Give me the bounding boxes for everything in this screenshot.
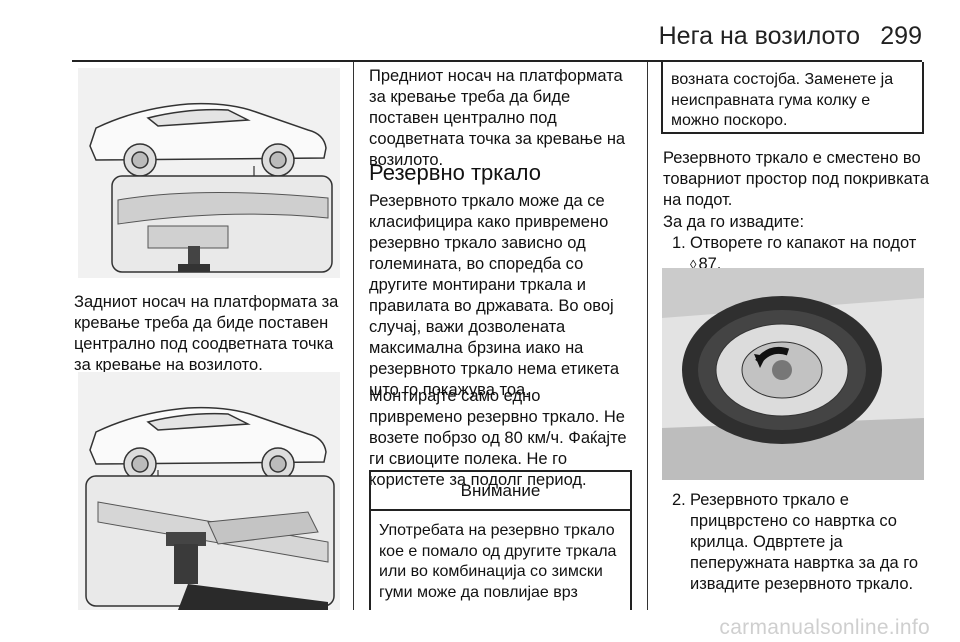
warning-text-part1: Употребата на резервно тркало кое е пома… (379, 522, 617, 601)
section-title-spare-wheel: Резервно тркало (369, 160, 541, 185)
car-silhouette (89, 102, 327, 177)
header-rule (72, 60, 922, 62)
warning-text-part2: возната состојба. Заменете ја неисправна… (671, 71, 894, 129)
step-1-number: 1. (672, 234, 686, 252)
step-2-text: Резервното тркало е прицврстено со наврт… (690, 491, 919, 593)
watermark: carmanualsonline.info (719, 616, 930, 639)
rear-lift-illustration (78, 68, 340, 278)
page-title: Нега на возилото (658, 22, 860, 50)
warning-box-part2: возната состојба. Заменете ја неисправна… (661, 62, 924, 134)
front-lift-text: Предниот носач на платформата за кревање… (369, 67, 626, 169)
front-lift-illustration (78, 372, 340, 610)
page-header: Нега на возилото 299 (0, 0, 960, 62)
spare-wheel-location-text: Резервното тркало е сместено во товарнио… (663, 149, 930, 209)
step-2-number: 2. (672, 491, 686, 509)
page-number: 299 (880, 22, 922, 50)
warning-box-part1: Внимание Употребата на резервно тркало к… (369, 470, 632, 610)
rear-lift-caption: Задниот носач на платформата за кревање … (74, 293, 339, 374)
reference-arrow-icon: ◊ (690, 257, 697, 272)
column-divider-right (647, 62, 648, 610)
spare-wheel-illustration (662, 268, 924, 480)
column-divider-left (353, 62, 354, 610)
remove-intro-text: За да го извадите: (663, 213, 805, 231)
spare-wheel-paragraph-2: Монтирајте само едно привремено резервно… (369, 387, 627, 489)
spare-wheel-paragraph-1: Резервното тркало може да се класифицира… (369, 192, 619, 399)
step-1-label: Отворете го капакот на подот (690, 234, 917, 252)
warning-title: Внимание (371, 472, 630, 511)
